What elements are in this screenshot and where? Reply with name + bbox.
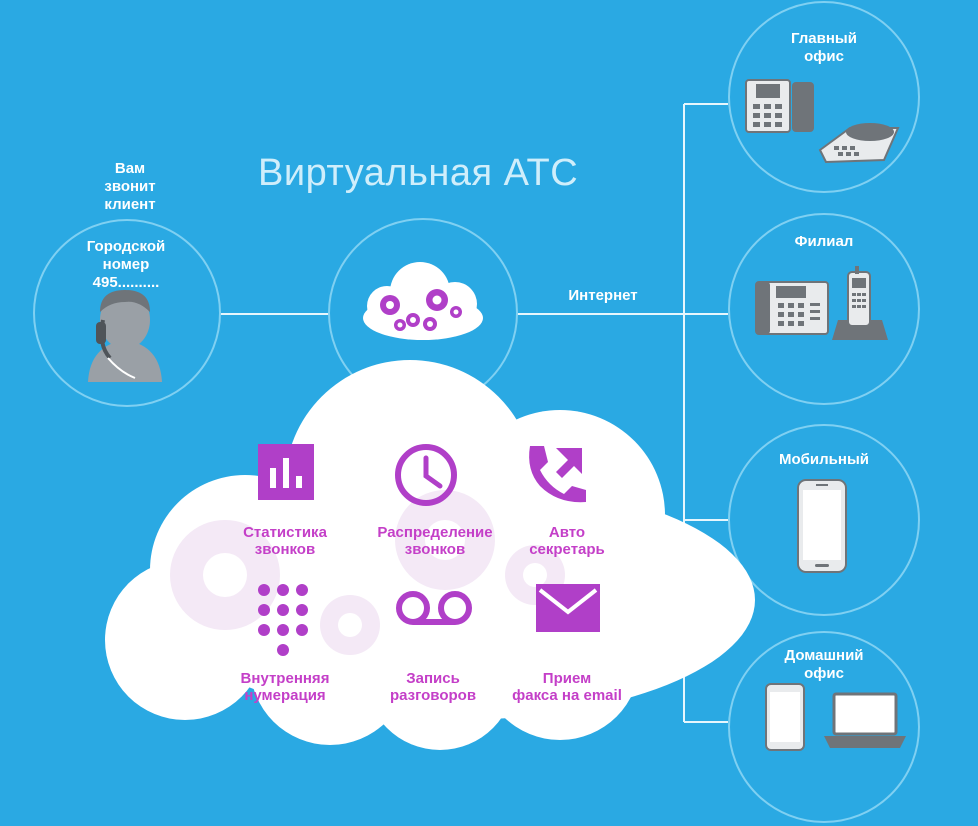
smartphone-icon (797, 479, 847, 573)
cordless-phone-icon (832, 266, 888, 340)
feature-label-line: секретарь (529, 541, 605, 558)
client-calls-line: Вам (114, 160, 146, 177)
main-office-line: Главный (791, 30, 857, 47)
branch-label: Филиал (794, 233, 854, 250)
home-office-label: Домашний офис (764, 647, 884, 683)
home-smartphone-icon (765, 683, 805, 751)
office-phone-icon (755, 281, 829, 335)
clock-icon (395, 444, 457, 506)
client-number-line: 495.......... (92, 274, 160, 291)
client-number-label: Городской номер 495.......... (66, 238, 186, 292)
home-office-line: Домашний (784, 647, 864, 664)
feature-label-line: нумерация (244, 687, 326, 704)
mobile-circle (728, 424, 920, 616)
gears-cloud-icon (363, 262, 483, 340)
client-calls-line: клиент (104, 196, 156, 213)
main-office-circle (728, 1, 920, 193)
branch-circle (728, 213, 920, 405)
keypad-icon (258, 584, 308, 656)
feature-label-line: Статистика (243, 524, 327, 541)
feature-label-line: звонков (404, 541, 466, 558)
features-cloud (105, 360, 755, 750)
client-calls-label: Вам звонит клиент (70, 160, 190, 214)
client-number-line: Городской (86, 238, 166, 255)
client-circle (33, 219, 221, 407)
bar-chart-icon (258, 444, 314, 500)
feature-label-line: факса на email (512, 687, 622, 704)
feature-label-line: разговоров (389, 687, 477, 704)
client-operator-icon (88, 290, 162, 382)
feature-stats-label: Статистика звонков (200, 524, 370, 558)
conference-phone-icon (818, 123, 900, 164)
main-office-label: Главный офис (764, 30, 884, 66)
feature-record-label: Запись разговоров (348, 670, 518, 704)
internet-label: Интернет (568, 287, 638, 304)
envelope-icon (536, 584, 600, 632)
mobile-label: Мобильный (779, 451, 869, 468)
client-calls-line: звонит (104, 178, 156, 195)
feature-label-line: звонков (254, 541, 316, 558)
phone-forward-icon (529, 446, 586, 503)
feature-fax-label: Прием факса на email (482, 670, 652, 704)
desk-phone-icon (745, 79, 814, 133)
feature-label-line: Авто (548, 524, 586, 541)
feature-label-line: Распределение (377, 524, 493, 541)
home-office-circle (728, 631, 920, 823)
feature-internal-label: Внутренняя нумерация (200, 670, 370, 704)
laptop-icon (824, 692, 906, 748)
voicemail-icon (396, 591, 472, 625)
feature-distribution-label: Распределение звонков (350, 524, 520, 558)
feature-label-line: Внутренняя (240, 670, 330, 687)
home-office-line: офис (804, 665, 844, 682)
client-number-line: номер (102, 256, 150, 273)
page-title: Виртуальная АТС (258, 152, 579, 194)
feature-auto-label: Авто секретарь (482, 524, 652, 558)
feature-label-line: Запись (406, 670, 460, 687)
main-office-line: офис (804, 48, 844, 65)
feature-label-line: Прием (542, 670, 592, 687)
